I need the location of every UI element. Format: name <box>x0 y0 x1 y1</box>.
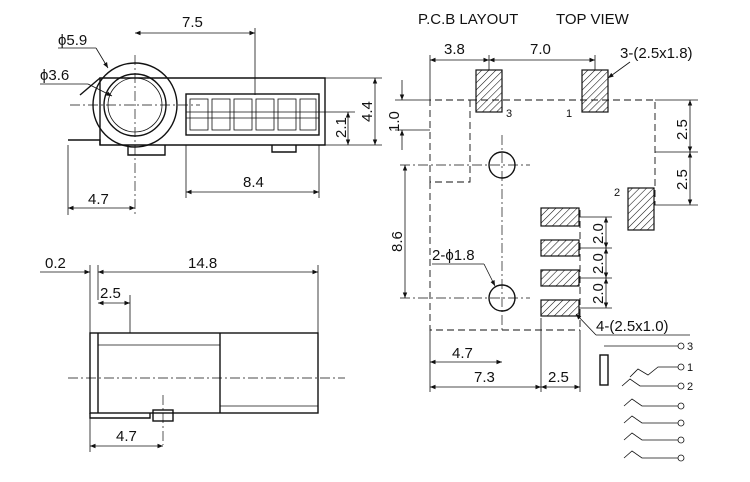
dim-pcb-b: 7.0 <box>530 41 551 58</box>
pcb-subtitle: TOP VIEW <box>556 11 630 28</box>
pad-3 <box>475 69 503 113</box>
contact-window <box>185 93 320 136</box>
dim-pads-top: 3-(2.5x1.8) <box>620 45 693 62</box>
schematic-pin-2: 2 <box>687 381 693 393</box>
dim-pcb-v3: 2.5 <box>674 169 691 190</box>
jack-sleeve-symbol <box>599 354 609 386</box>
front-body-corner <box>79 77 101 96</box>
dim-side-offset: 0.2 <box>45 255 66 272</box>
side-body-outline <box>89 332 319 414</box>
side-view: 0.2 14.8 2.5 4.7 <box>40 255 345 452</box>
pcb-outline-top <box>470 99 656 205</box>
schematic-switch-contacts <box>623 398 685 462</box>
front-view: 7.5 ϕ5.9 ϕ3.6 4.4 2.1 4.7 8.4 <box>40 14 382 215</box>
dim-pcb-h3: 2.5 <box>548 369 569 386</box>
dim-side-b: 4.7 <box>116 428 137 445</box>
dim-pcb-h2: 7.3 <box>474 369 495 386</box>
dim-inner-diameter: ϕ3.6 <box>40 67 69 84</box>
pad-bottom-2 <box>540 239 580 257</box>
pcb-title: P.C.B LAYOUT <box>418 11 518 28</box>
dim-pcb-h1: 4.7 <box>452 345 473 362</box>
dim-side-length: 14.8 <box>188 255 217 272</box>
dim-front-small: 2.1 <box>333 117 350 138</box>
pad-1 <box>581 69 609 113</box>
schematic-pin-3: 3 <box>687 341 693 353</box>
dim-pcb-s1: 2.0 <box>590 223 607 244</box>
pcb-outline-left-notch <box>429 99 471 183</box>
pad-label-2: 2 <box>614 187 620 199</box>
front-tab-left <box>68 139 101 145</box>
front-pin-tab <box>271 145 297 153</box>
side-foot <box>89 413 151 419</box>
contact-fingers <box>186 98 319 131</box>
dim-pads-bottom: 4-(2.5x1.0) <box>596 318 669 335</box>
dim-front-left: 4.7 <box>88 191 109 208</box>
dim-pcb-v2: 2.5 <box>674 119 691 140</box>
dim-holes: 2-ϕ1.8 <box>432 247 475 264</box>
pad-bottom-4 <box>540 299 580 317</box>
schematic-pin-1: 1 <box>687 362 693 374</box>
dim-pcb-s3: 2.0 <box>590 283 607 304</box>
dim-pcb-v1: 1.0 <box>386 111 403 132</box>
jack-schematic: 3 1 2 <box>599 341 693 462</box>
front-foot <box>127 145 166 156</box>
pad-label-3: 3 <box>506 108 512 120</box>
pad-bottom-3 <box>540 269 580 287</box>
dim-outer-diameter: ϕ5.9 <box>58 32 87 49</box>
dim-front-top: 7.5 <box>182 14 203 31</box>
dim-side-a: 2.5 <box>100 285 121 302</box>
pcb-layout: P.C.B LAYOUT TOP VIEW 3 1 2 3.8 7.0 3 <box>386 11 698 392</box>
pad-2 <box>627 187 655 231</box>
dim-front-height: 4.4 <box>359 101 376 122</box>
pad-label-1: 1 <box>566 108 572 120</box>
pad-bottom-1 <box>540 207 580 227</box>
dim-pcb-v4: 8.6 <box>389 231 406 252</box>
dim-pcb-s2: 2.0 <box>590 253 607 274</box>
dim-pcb-a: 3.8 <box>444 41 465 58</box>
dim-front-bottom: 8.4 <box>243 174 264 191</box>
